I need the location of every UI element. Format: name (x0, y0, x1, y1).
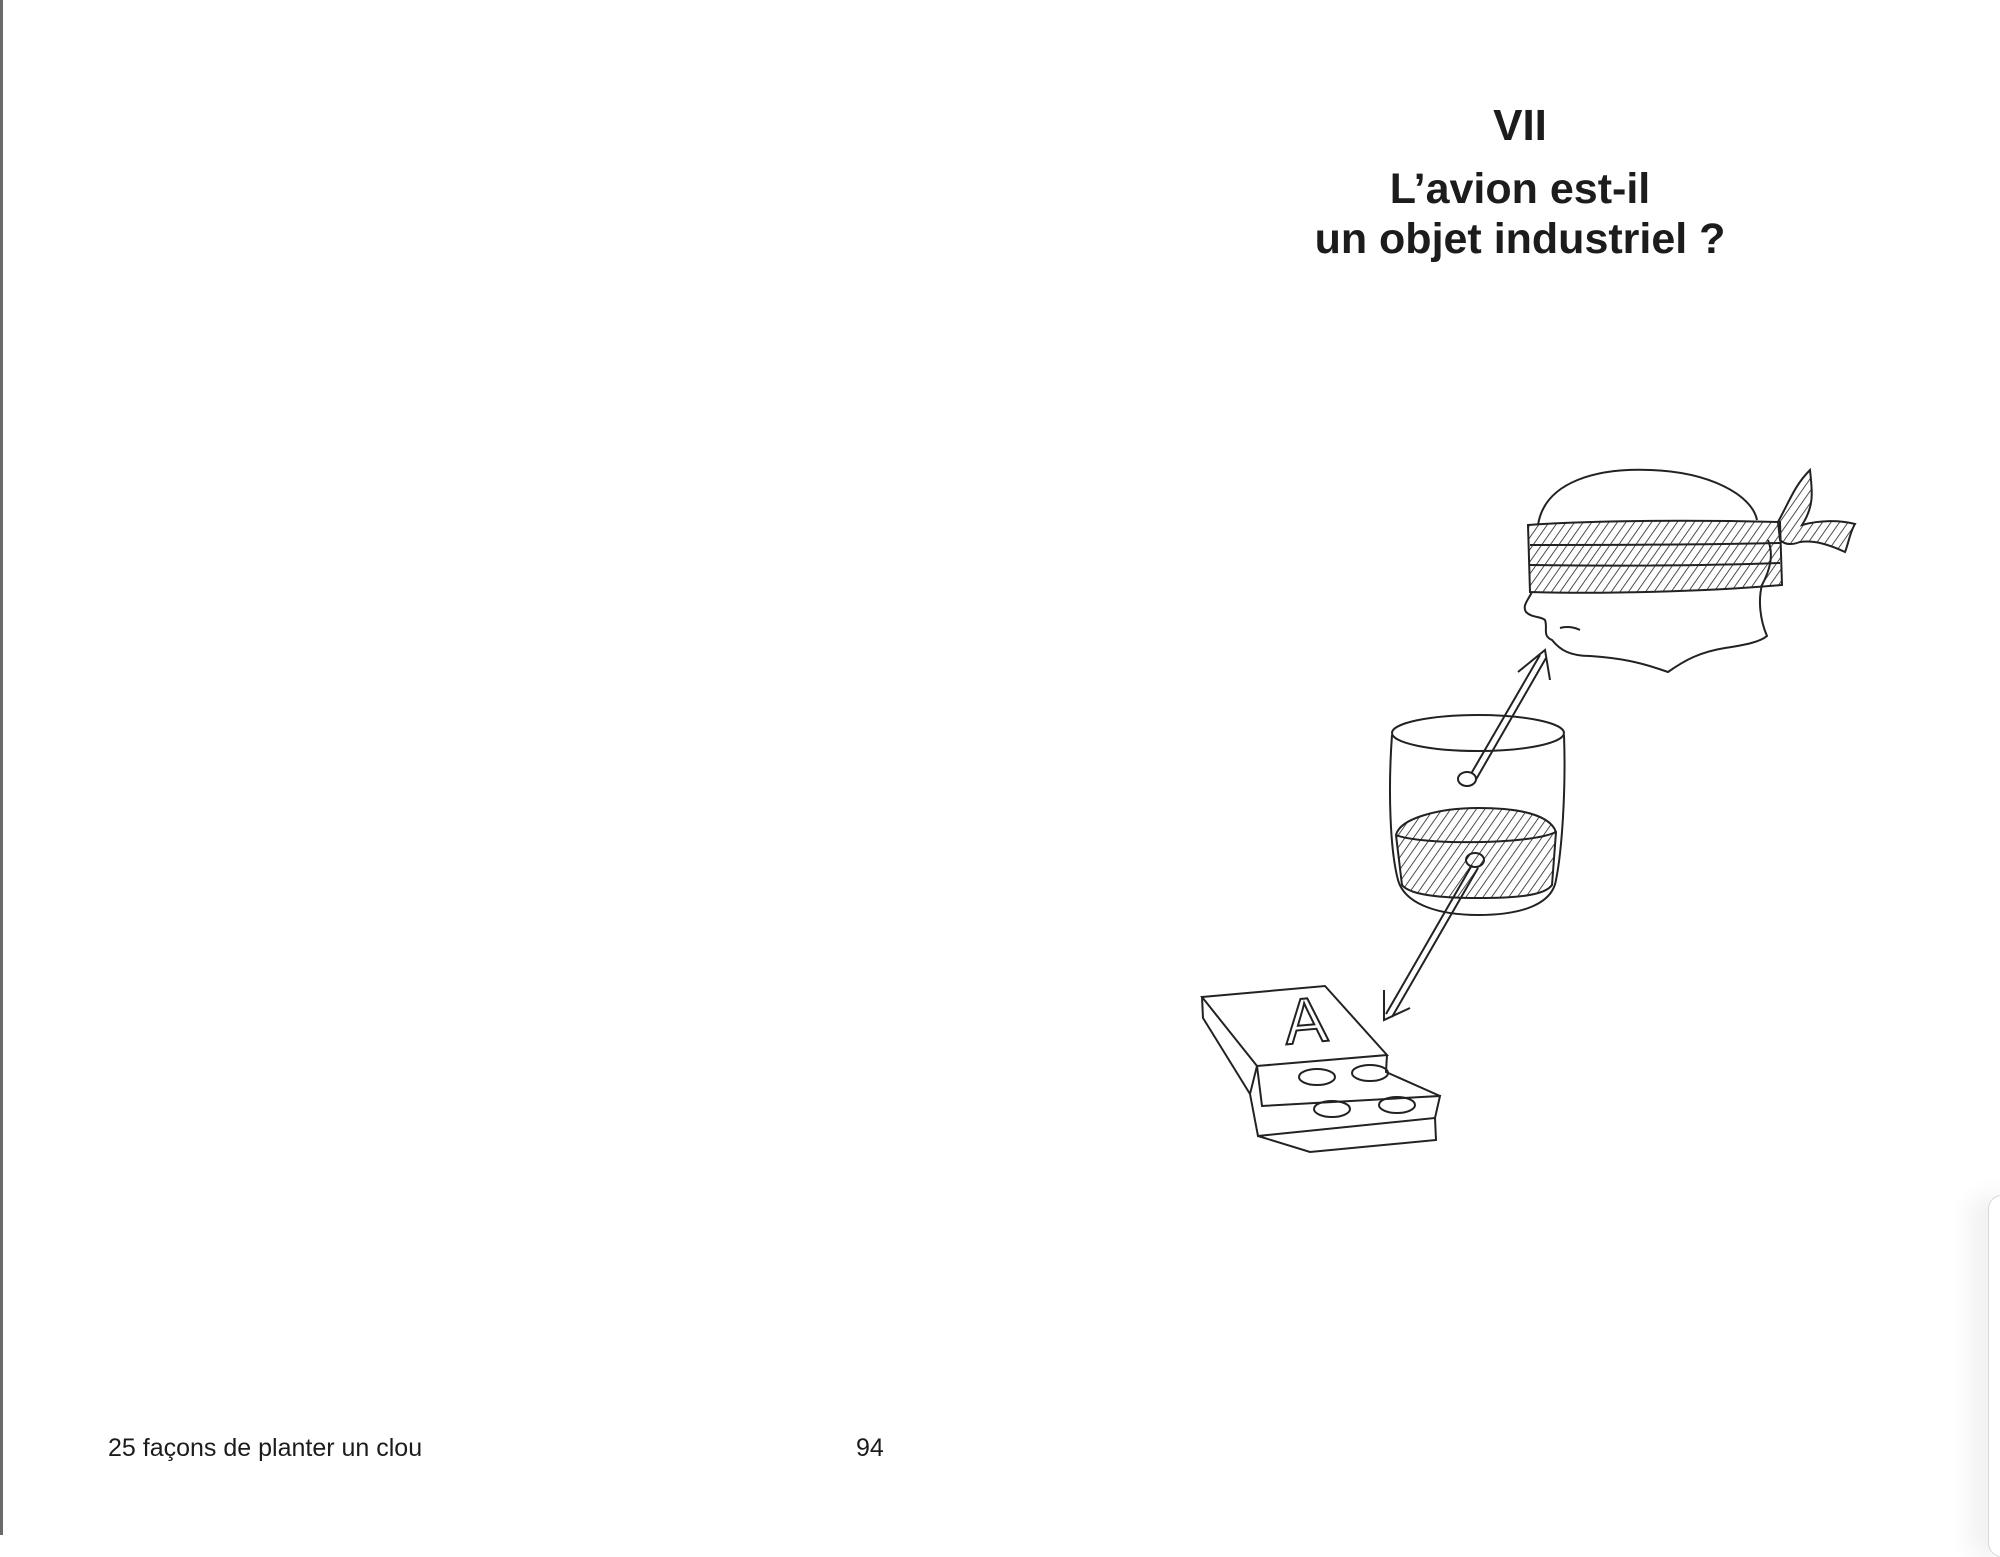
running-footer-book-title: 25 façons de planter un clou (108, 1434, 423, 1462)
blindfold-knot (1776, 467, 1857, 554)
chapter-title: L’avion est-il un objet industriel ? (1220, 164, 1820, 264)
chapter-heading: VII L’avion est-il un objet industriel ? (1220, 96, 1820, 264)
arrow-up (1467, 648, 1551, 784)
chapter-title-line-2: un objet industriel ? (1314, 215, 1726, 263)
page-number: 94 (856, 1434, 884, 1462)
page-edge (0, 0, 3, 1535)
box-letter: A (1281, 983, 1330, 1058)
chapter-title-line-1: L’avion est-il (1389, 165, 1651, 213)
side-panel-edge[interactable] (1988, 1195, 2000, 1557)
chapter-number: VII (1493, 101, 1547, 150)
aroma-box: A (1200, 982, 1442, 1154)
drinking-glass (1389, 714, 1566, 917)
blindfold (1526, 519, 1784, 594)
blindfolded-head (1523, 467, 1857, 674)
